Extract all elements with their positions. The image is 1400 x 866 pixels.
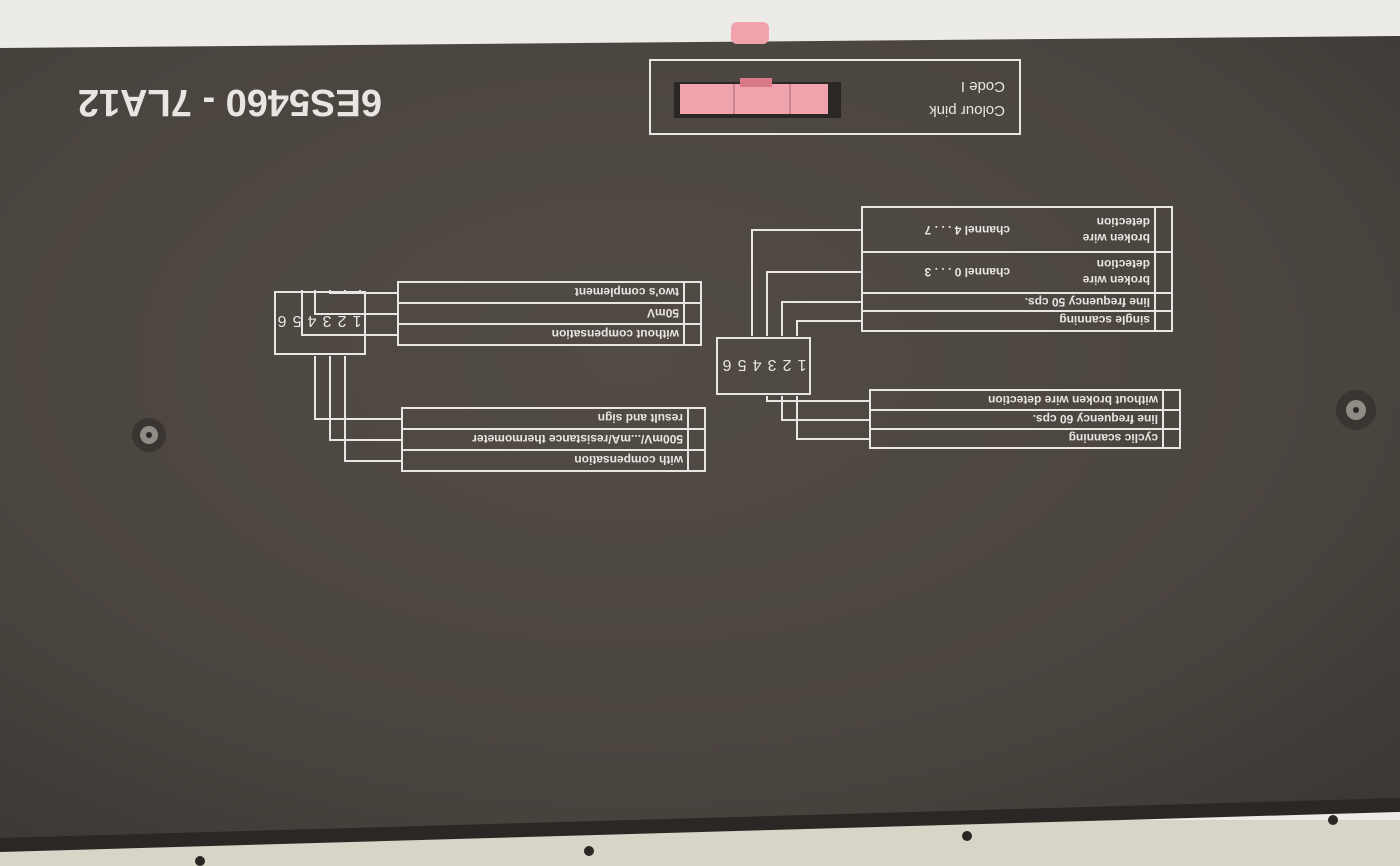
upper-option-1: single scanning [1059, 313, 1150, 327]
left-switch-group [716, 206, 1181, 449]
switch-number: 1 [352, 312, 361, 329]
code-label: Code I [961, 78, 1005, 95]
left-lower-option-1: with compensation [574, 453, 684, 467]
part-number: 6ES5460 - 7LA12 [78, 81, 382, 123]
left-screw-icon [132, 418, 166, 452]
switch-number: 2 [782, 356, 791, 373]
switch-number: 5 [737, 356, 746, 373]
switch-number: 6 [722, 356, 731, 373]
left-upper-option-3: two's complement [575, 285, 679, 299]
colour-label: Colour pink [929, 102, 1005, 119]
upper-option-3-channel: channel 0 . . . 3 [924, 265, 1010, 279]
switch-number: 6 [277, 312, 286, 329]
switch-number: 2 [337, 312, 346, 329]
upper-option-4-line1: broken wire [1082, 231, 1150, 245]
pink-tab [731, 22, 769, 44]
colour-code-box [649, 59, 1021, 135]
left-upper-option-2: 50mV [647, 306, 679, 320]
pink-code-key [680, 84, 828, 114]
panel-plate [0, 36, 1400, 846]
right-dip-switch [274, 291, 366, 355]
switch-number: 1 [797, 356, 806, 373]
lower-option-1: cyclic scanning [1069, 431, 1158, 445]
switch-number: 5 [292, 312, 301, 329]
bottom-rivets [195, 815, 1338, 866]
upper-option-3-line2: detection [1097, 257, 1150, 271]
upper-option-2: line frequency 50 cps. [1025, 295, 1150, 309]
lower-option-2: line frequency 60 cps. [1033, 412, 1158, 426]
left-lower-option-3: result and sign [598, 411, 683, 425]
right-switch-group [274, 281, 706, 472]
left-dip-switch [716, 337, 811, 395]
switch-number: 4 [307, 312, 316, 329]
right-screw-icon [1336, 390, 1376, 430]
upper-option-4-line2: detection [1097, 215, 1150, 229]
left-lower-option-2: 500mV/...mA/resistance thermometer [472, 432, 683, 446]
switch-number: 3 [322, 312, 331, 329]
switch-number: 4 [752, 356, 761, 373]
upper-option-3-line1: broken wire [1082, 273, 1150, 287]
switch-number: 3 [767, 356, 776, 373]
upper-option-4-channel: channel 4 . . . 7 [924, 223, 1010, 237]
lower-option-3: without broken wire detection [988, 393, 1159, 407]
left-upper-option-1: without compensation [552, 327, 680, 341]
